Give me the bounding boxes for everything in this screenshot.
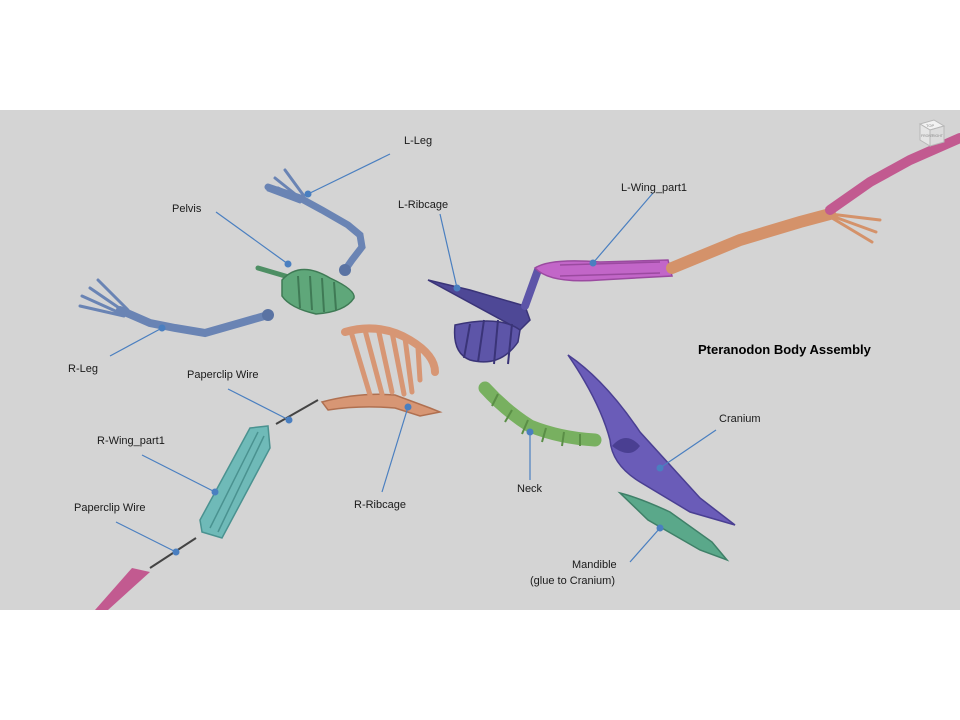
cranium-part — [567, 354, 736, 526]
label-l-ribcage: L-Ribcage — [398, 199, 449, 211]
page-title: Pteranodon Body Assembly — [698, 342, 871, 357]
paperclip-wire-upper — [275, 399, 319, 425]
label-r-wing: R-Wing_part1 — [97, 435, 165, 447]
view-cube[interactable]: TOP FRONT RIGHT — [914, 116, 948, 150]
pelvis-part — [255, 265, 355, 315]
label-mandible: Mandible — [572, 559, 617, 571]
mandible-part — [617, 491, 730, 562]
view-cube-face-right: RIGHT — [932, 134, 944, 138]
l-leg-part — [264, 168, 366, 276]
label-l-wing: L-Wing_part1 — [621, 182, 688, 194]
label-paperclip-upper: Paperclip Wire — [187, 369, 259, 381]
leader-lines — [109, 153, 717, 563]
label-r-leg: R-Leg — [68, 363, 98, 375]
view-cube-face-top: TOP — [926, 123, 934, 128]
label-l-leg: L-Leg — [404, 135, 433, 147]
label-pelvis: Pelvis — [172, 203, 202, 215]
r-wing-part — [199, 425, 271, 539]
label-neck: Neck — [517, 483, 543, 495]
view-cube-icon: TOP FRONT RIGHT — [918, 119, 946, 147]
l-ribcage-part — [427, 266, 542, 365]
label-mandible-note: (glue to Cranium) — [530, 575, 615, 587]
r-leg-part — [78, 278, 274, 338]
label-paperclip-lower: Paperclip Wire — [74, 502, 146, 514]
anchor-dots — [158, 190, 664, 556]
r-wing-distal-part — [95, 568, 150, 610]
l-wing-part — [533, 133, 960, 282]
label-cranium: Cranium — [719, 413, 761, 425]
label-r-ribcage: R-Ribcage — [354, 499, 406, 511]
neck-part — [478, 381, 602, 447]
view-cube-face-front: FRONT — [921, 134, 934, 138]
model-canvas — [78, 133, 960, 610]
r-ribcage-part — [320, 324, 443, 417]
3d-viewport[interactable]: TOP FRONT RIGHT L-Leg Pelvis L-Ribcage L… — [0, 110, 960, 610]
